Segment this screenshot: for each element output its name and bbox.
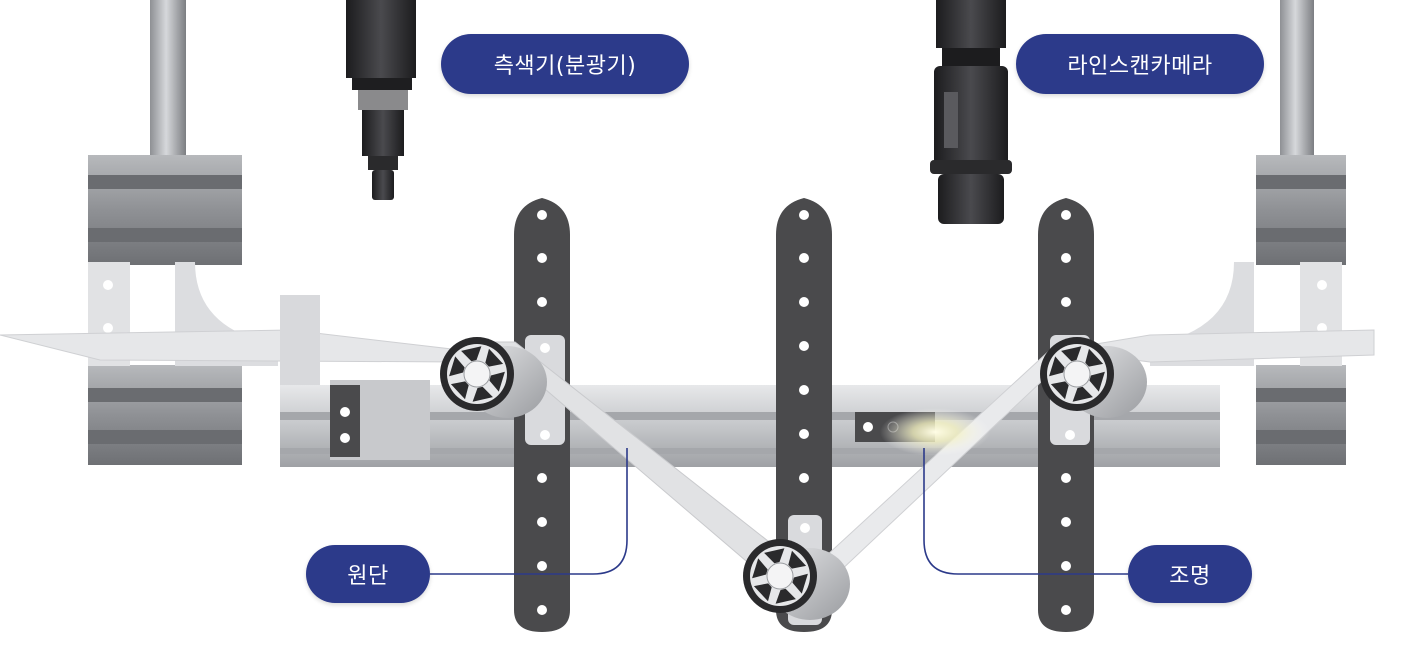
left-frame-block: [88, 155, 278, 465]
fabric-sheet: [0, 329, 1375, 363]
left-post: [150, 0, 186, 180]
plate-hole: [537, 297, 547, 307]
plate-hole: [799, 385, 809, 395]
plate-hole: [1061, 210, 1071, 220]
plate-hole: [1061, 473, 1071, 483]
fabric-label: 원단: [306, 545, 430, 603]
plate-hole: [799, 429, 809, 439]
light-unit: [855, 408, 990, 456]
plate-hole: [537, 605, 547, 615]
roller: [743, 539, 850, 620]
roller: [440, 337, 547, 418]
plate-hole: [537, 253, 547, 263]
right-post: [1280, 0, 1314, 180]
plate-hole: [799, 297, 809, 307]
plate-hole: [537, 210, 547, 220]
line-scan-camera: [930, 0, 1012, 224]
spectrophotometer-label: 측색기(분광기): [441, 34, 689, 94]
plate-hole: [1061, 253, 1071, 263]
spectrophotometer: [346, 0, 416, 200]
plate-hole: [537, 473, 547, 483]
plate-hole: [799, 210, 809, 220]
roller: [1040, 337, 1147, 418]
plate-hole: [537, 561, 547, 571]
lighting-label: 조명: [1128, 545, 1252, 603]
plate-hole: [1061, 561, 1071, 571]
line-scan-camera-label: 라인스캔카메라: [1016, 34, 1264, 94]
rollers: [440, 337, 1147, 620]
plate-hole: [799, 341, 809, 351]
plate-hole: [1061, 605, 1071, 615]
plate-hole: [1061, 517, 1071, 527]
plate-hole: [799, 473, 809, 483]
plate-hole: [799, 253, 809, 263]
leader-lines: [430, 448, 1128, 575]
plate-hole: [1061, 297, 1071, 307]
plate-hole: [537, 517, 547, 527]
left-mount: [330, 380, 430, 460]
